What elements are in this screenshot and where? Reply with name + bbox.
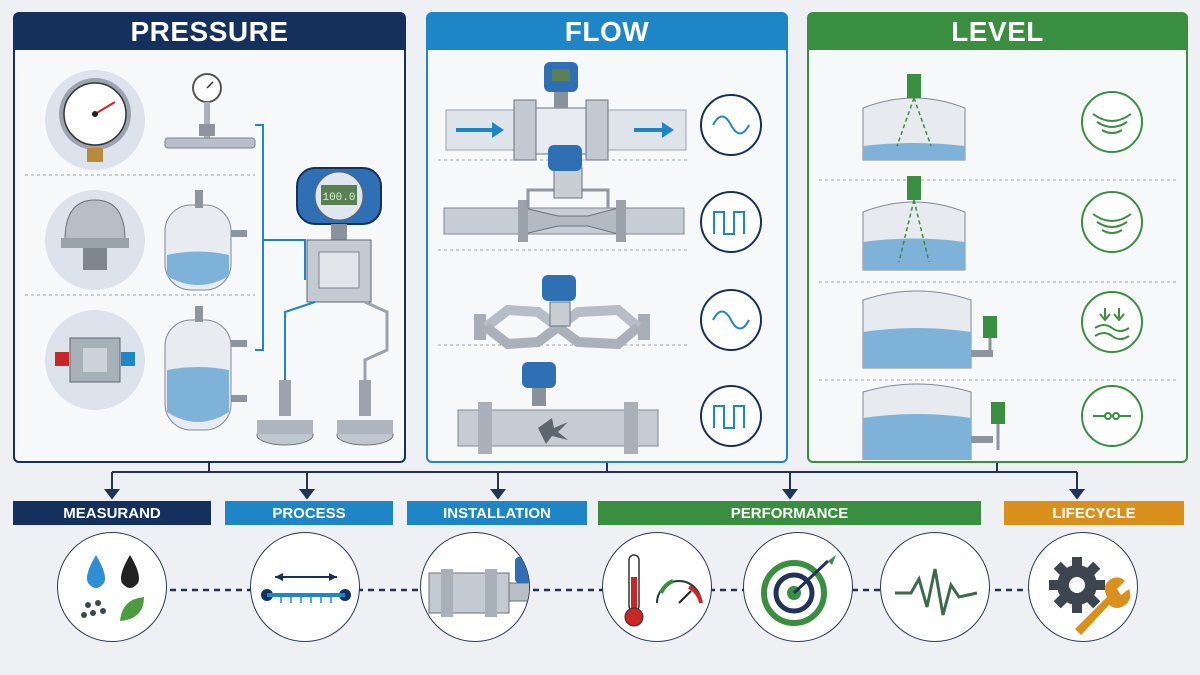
performance-circle-2 <box>743 532 853 642</box>
category-label: INSTALLATION <box>443 504 551 522</box>
thermometer-gauge-icon <box>624 554 703 627</box>
tank-process-icon <box>164 306 247 431</box>
signal-wave-icon <box>895 568 978 616</box>
installation-circle <box>420 532 530 642</box>
category-label: LIFECYCLE <box>1052 504 1136 522</box>
performance-circle-1 <box>602 532 712 642</box>
level-title: LEVEL <box>809 14 1186 50</box>
fluid-drops-icon <box>81 555 144 621</box>
dp-cell-icon <box>45 310 145 410</box>
dp-level-tank-icon <box>862 383 1005 460</box>
category-label: PROCESS <box>272 504 346 522</box>
hydrostatic-tank-icon <box>862 290 997 369</box>
coriolis-flowmeter-icon <box>474 275 650 350</box>
performance-circle-3 <box>880 532 990 642</box>
signal-icons <box>700 94 762 447</box>
category-label: MEASURAND <box>63 504 161 522</box>
flow-panel: FLOW <box>426 12 788 463</box>
pressure-gauge-icon <box>45 70 145 170</box>
pipe-span-icon <box>261 573 351 603</box>
radar-level-tank-icon <box>862 74 966 161</box>
meter-mount-icon <box>428 557 529 617</box>
tank-closed-icon <box>164 190 247 291</box>
category-process: PROCESS <box>225 501 393 525</box>
category-installation: INSTALLATION <box>407 501 587 525</box>
category-performance: PERFORMANCE <box>598 501 981 525</box>
target-accuracy-icon <box>761 555 836 626</box>
transmitter-display-value: 100.0 <box>322 192 355 204</box>
category-measurand: MEASURAND <box>13 501 211 525</box>
pressure-title: PRESSURE <box>15 14 404 50</box>
pressure-panel: PRESSURE <box>13 12 406 463</box>
level-illustration <box>819 74 1179 460</box>
process-circle <box>250 532 360 642</box>
category-label: PERFORMANCE <box>730 504 849 522</box>
flow-title: FLOW <box>428 14 786 50</box>
measurand-circle <box>57 532 167 642</box>
lifecycle-circle <box>1028 532 1138 642</box>
guided-wave-tank-icon <box>862 176 966 271</box>
magnetic-flowmeter-icon <box>445 62 687 161</box>
gear-wrench-icon <box>1049 557 1131 635</box>
level-signal-icons <box>1081 91 1143 447</box>
diaphragm-seal-icon <box>45 190 145 290</box>
turbine-flowmeter-icon <box>457 362 659 454</box>
venturi-flowmeter-icon <box>443 145 685 242</box>
level-panel: LEVEL <box>807 12 1188 463</box>
flow-illustration <box>438 62 762 454</box>
pressure-transmitter-icon: 100.0 <box>256 167 394 446</box>
category-lifecycle: LIFECYCLE <box>1004 501 1184 525</box>
pressure-illustration: 100.0 <box>25 70 394 446</box>
small-gauge-tee-icon <box>164 73 256 149</box>
